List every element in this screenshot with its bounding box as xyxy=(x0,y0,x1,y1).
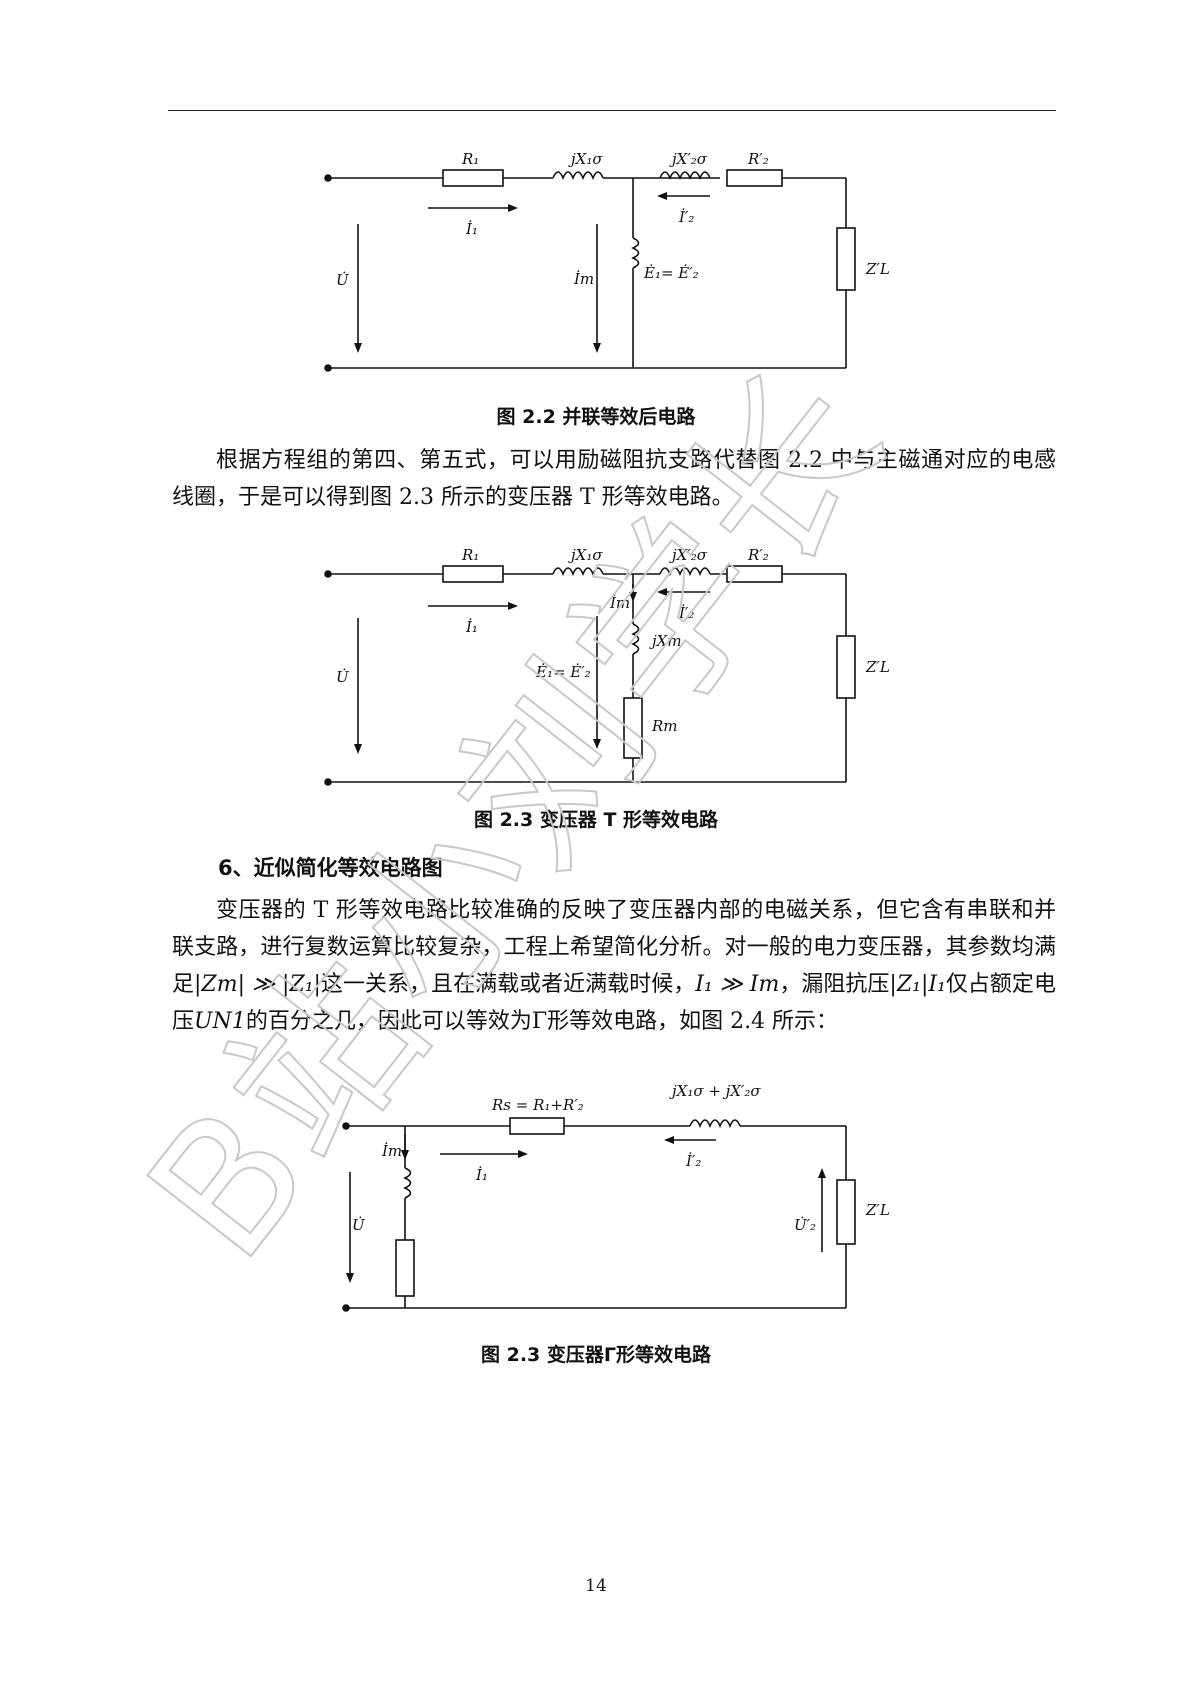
paragraph-1: 根据方程组的第四、第五式，可以用励磁阻抗支路代替图 2.2 中与主磁通对应的电感… xyxy=(172,442,1056,516)
label-e: Ė₁= Ė′₂ xyxy=(535,663,591,681)
inductor-x xyxy=(689,1119,741,1129)
figure-2-3-caption: 图 2.3 变压器 T 形等效电路 xyxy=(473,809,719,831)
load-zl xyxy=(836,1179,856,1245)
label-i1: İ₁ xyxy=(465,220,478,238)
paragraph-2-part-e: 的百分之几，因此可以等效为Γ形等效电路，如图 2.4 所示： xyxy=(245,1009,839,1034)
resistor-r1 xyxy=(442,565,504,583)
label-e: Ė₁= Ė′₂ xyxy=(643,264,699,282)
label-rm: Rm xyxy=(651,717,678,735)
label-r2: R′₂ xyxy=(747,546,769,564)
label-u: U̇ xyxy=(336,271,350,289)
label-u: U̇ xyxy=(336,668,350,686)
math-un1: UN1 xyxy=(194,1009,246,1034)
figure-gamma-circuit: Rs = R₁+R′₂ jX₁σ + jX′₂σ İm İ₁ İ′₂ U̇ U̇… xyxy=(0,1080,1192,1320)
label-i1: İ₁ xyxy=(465,618,478,636)
label-r1: R₁ xyxy=(461,150,479,168)
resistor-r1 xyxy=(442,169,504,187)
figure-2-2-caption: 图 2.2 并联等效后电路 xyxy=(496,406,696,428)
math-z1-i1: |Z₁|I₁ xyxy=(889,972,946,997)
load-zl xyxy=(836,227,856,291)
figure-2-2-circuit: R₁ jX₁σ jX′₂σ R′₂ İ₁ İ′₂ İm Ė₁= Ė′₂ U̇ Z… xyxy=(0,140,1192,380)
inductor-x1 xyxy=(552,567,604,577)
resistor-magnetizing xyxy=(395,1239,415,1297)
label-u: U̇ xyxy=(352,1216,366,1234)
math-i1-gg-im: I₁ ≫ Im xyxy=(695,972,780,997)
label-x1: jX₁σ xyxy=(568,150,603,168)
inductor-x2 xyxy=(659,171,711,181)
label-i2: İ′₂ xyxy=(685,1152,701,1170)
inductor-magnetizing xyxy=(403,1167,412,1199)
paragraph-1-text: 根据方程组的第四、第五式，可以用励磁阻抗支路代替图 2.2 中与主磁通对应的电感… xyxy=(172,448,1056,510)
figure-gamma-caption: 图 2.3 变压器Γ形等效电路 xyxy=(481,1344,711,1366)
label-r2: R′₂ xyxy=(747,150,769,168)
inductor-x1 xyxy=(552,171,604,181)
label-u2: U̇′₂ xyxy=(794,1216,816,1234)
figure-2-3-circuit: R₁ jX₁σ jX′₂σ R′₂ İ₁ İ′₂ İm jXm Ė₁= Ė′₂ … xyxy=(0,536,1192,796)
label-r1: R₁ xyxy=(461,546,479,564)
label-i2: İ′₂ xyxy=(678,208,694,226)
label-x1: jX₁σ xyxy=(568,546,603,564)
label-x2: jX′₂σ xyxy=(669,546,708,564)
paragraph-2-part-a: 变压器的 T 形等效电路比较准确的反映了变压器内部的电磁关系，但它含有串联和并联… xyxy=(172,898,1056,997)
header-rule xyxy=(168,110,1056,111)
label-x: jX₁σ + jX′₂σ xyxy=(669,1082,761,1100)
label-i1: İ₁ xyxy=(475,1166,488,1184)
inductor-x2 xyxy=(659,567,711,577)
resistor-r2 xyxy=(726,169,783,187)
load-zl xyxy=(836,635,856,699)
label-rs: Rs = R₁+R′₂ xyxy=(491,1096,584,1114)
resistor-r2 xyxy=(726,565,783,583)
paragraph-2-part-d: 仅占额定电压 xyxy=(172,972,1056,1034)
label-xm: jXm xyxy=(649,632,682,650)
paragraph-2-text: 变压器的 T 形等效电路比较准确的反映了变压器内部的电磁关系，但它含有串联和并联… xyxy=(172,892,1056,1040)
math-zm-gg-z1: |Zm| ≫ |Z₁| xyxy=(194,972,321,997)
resistor-rs xyxy=(509,1117,565,1135)
paragraph-2-part-c: ，漏阻抗压 xyxy=(779,972,890,997)
resistor-rm xyxy=(623,697,643,759)
paragraph-2: 变压器的 T 形等效电路比较准确的反映了变压器内部的电磁关系，但它含有串联和并联… xyxy=(172,892,1056,1040)
label-x2: jX′₂σ xyxy=(669,150,708,168)
label-im: İm xyxy=(609,594,630,612)
section-heading: 6、近似简化等效电路图 xyxy=(218,856,443,880)
page-number: 14 xyxy=(585,1576,607,1596)
label-im: İm xyxy=(381,1142,402,1160)
label-im: İm xyxy=(573,270,594,288)
label-i2: İ′₂ xyxy=(678,604,694,622)
label-zl: Z′L xyxy=(865,1201,890,1219)
inductor-main xyxy=(631,237,640,269)
paragraph-2-part-b: 这一关系，且在满载或者近满载时候， xyxy=(320,972,696,997)
label-zl: Z′L xyxy=(865,260,890,278)
label-zl: Z′L xyxy=(865,658,890,676)
inductor-xm xyxy=(631,623,640,655)
